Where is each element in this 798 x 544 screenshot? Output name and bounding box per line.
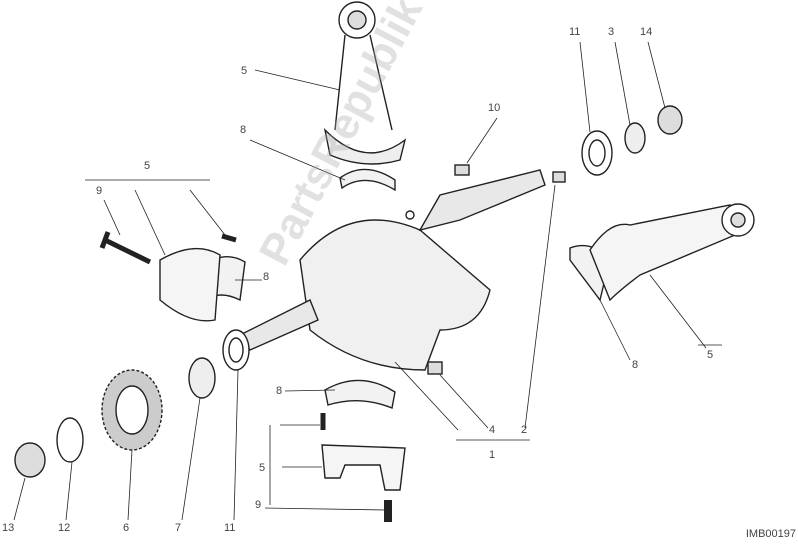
- rod-cap-left: [159, 247, 221, 322]
- callout-5: 5: [144, 160, 151, 172]
- callout-5: 5: [259, 462, 266, 474]
- callout-8: 8: [632, 359, 639, 371]
- nut-14: [657, 105, 683, 135]
- diagram-code: IMB00197: [745, 528, 796, 540]
- thrust-washer-top: [581, 130, 613, 176]
- callout-8: 8: [276, 385, 283, 397]
- washer-12: [56, 417, 84, 463]
- leader-lines: [13, 41, 722, 521]
- callout-5: 5: [707, 349, 714, 361]
- callout-1: 1: [489, 449, 496, 461]
- callout-6: 6: [123, 522, 130, 534]
- washer-11-bottom: [222, 329, 250, 371]
- callout-8: 8: [240, 124, 247, 136]
- pin-left: [221, 233, 237, 243]
- callout-14: 14: [640, 26, 653, 38]
- callout-12: 12: [58, 522, 71, 534]
- callout-9: 9: [255, 499, 262, 511]
- key-10: [454, 164, 470, 176]
- callout-11: 11: [224, 522, 236, 534]
- bushing-7: [188, 357, 216, 399]
- rod-cap-bottom: [321, 444, 406, 491]
- callout-10: 10: [488, 102, 501, 114]
- callout-13: 13: [2, 522, 15, 534]
- bolt-left: [99, 231, 152, 265]
- plug-4: [427, 361, 443, 375]
- callout-3: 3: [608, 26, 615, 38]
- callout-4: 4: [489, 424, 496, 436]
- connecting-rod-top: [323, 1, 407, 165]
- bearing-shell-bottom: [324, 379, 396, 409]
- spacer-3: [624, 122, 646, 154]
- callout-7: 7: [175, 522, 182, 534]
- callout-2: 2: [521, 424, 528, 436]
- callout-5: 5: [241, 65, 248, 77]
- bearing-shell-top: [339, 168, 396, 192]
- plug-2: [552, 171, 566, 183]
- nut-13: [14, 442, 46, 478]
- callout-9: 9: [96, 185, 103, 197]
- connecting-rod-right: [589, 203, 755, 302]
- callout-11: 11: [569, 26, 581, 38]
- callout-8: 8: [263, 271, 270, 283]
